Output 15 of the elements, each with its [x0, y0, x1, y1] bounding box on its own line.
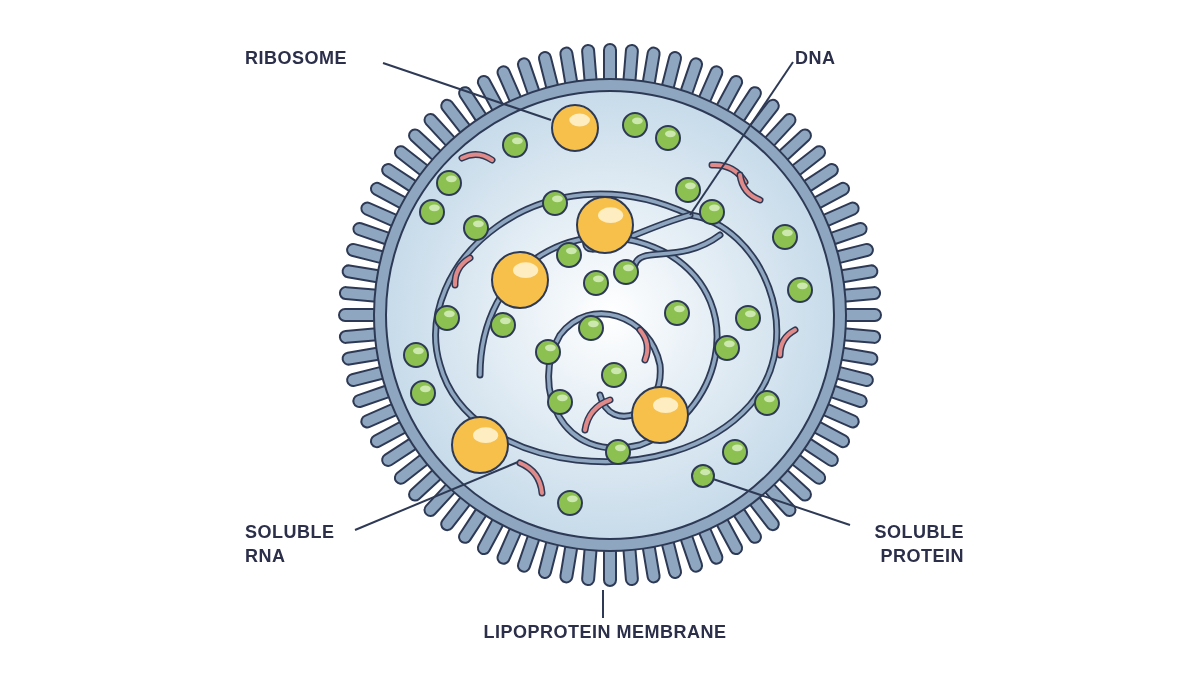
part-label: SOLUBLE PROTEIN — [852, 520, 964, 568]
part-label: LIPOPROTEIN MEMBRANE — [440, 620, 770, 644]
leader-line — [354, 461, 519, 531]
ribosome-sphere — [550, 103, 600, 153]
ribosome-sphere — [575, 195, 635, 255]
part-label: DNA — [795, 46, 855, 70]
leader-line — [689, 61, 794, 216]
ribosome-sphere — [630, 385, 690, 445]
part-label: RIBOSOME — [245, 46, 385, 70]
leader-line — [602, 589, 604, 619]
leader-line — [712, 478, 851, 526]
leader-line — [382, 62, 552, 121]
ribosome-sphere — [490, 250, 550, 310]
part-label: SOLUBLE RNA — [245, 520, 355, 568]
ribosome-sphere — [450, 415, 510, 475]
